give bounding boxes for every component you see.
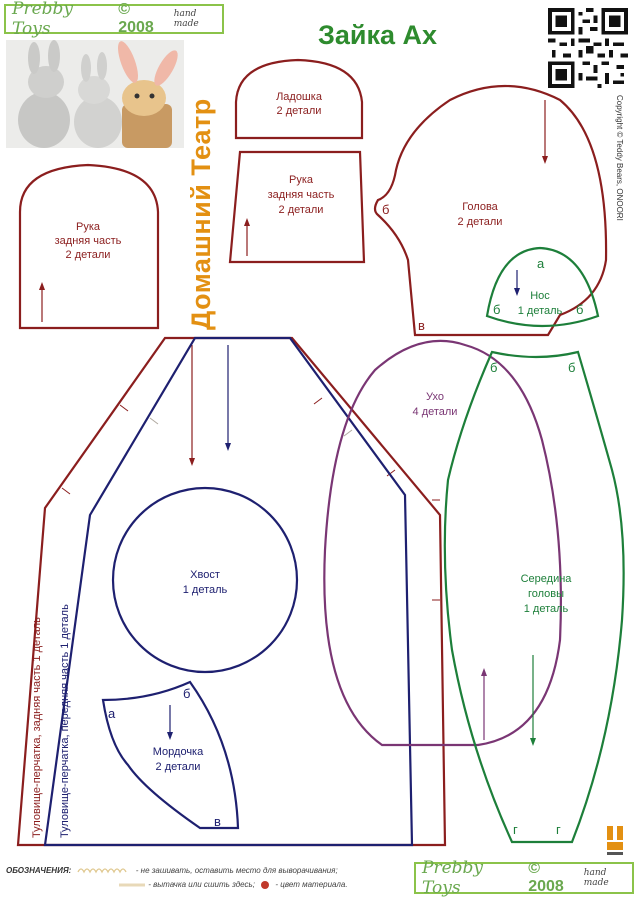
head-middle-mark-b1: б [490, 360, 497, 375]
bunny-grey-1 [18, 40, 70, 148]
tail-name: Хвост [190, 569, 220, 581]
head-name: Голова [462, 201, 498, 213]
legend: ОБОЗНАЧЕНИЯ: - не зашивать, оставить мес… [6, 864, 416, 896]
ear-name: Ухо [426, 391, 444, 403]
head-middle-count: 1 деталь [524, 603, 569, 615]
arm-back-left-count: 2 детали [66, 249, 111, 261]
arm-back-left-name: Рука [76, 221, 101, 233]
nose-count: 1 деталь [518, 305, 563, 317]
body-front-label: Туловище-перчатка, передняя часть 1 дета… [59, 604, 71, 838]
brand-handmade-bottom: hand made [583, 868, 609, 888]
tail-outline [111, 486, 299, 674]
page-title: Зайка Ах [318, 20, 438, 50]
legend-item-2: - вытачка или сшить здесь; [148, 880, 255, 890]
body-front-notches [149, 417, 353, 437]
side-title: Домашний Театр [186, 60, 222, 330]
nose-mark-b2: б [576, 302, 583, 317]
legend-heading: ОБОЗНАЧЕНИЯ: [6, 866, 72, 876]
head-mark-b: б [382, 202, 389, 217]
arm-back-top-count: 2 детали [279, 204, 324, 216]
nose-name: Нос [530, 290, 550, 302]
head-middle-name: Середина [521, 573, 573, 585]
legend-row-2: - вытачка или сшить здесь; - цвет матери… [118, 880, 348, 890]
unsewn-stitch-icon [76, 868, 127, 874]
head-mark-v: в [418, 318, 425, 333]
copyright-note: Copyright © Teddy Bears, ONOORI [612, 95, 626, 315]
palm-count: 2 детали [277, 105, 322, 117]
arm-back-top-name: Рука [289, 174, 314, 186]
muzzle-outline [101, 680, 240, 830]
ear-outline [323, 339, 562, 747]
arm-back-top-outline [228, 150, 366, 264]
body-front-outline [43, 336, 414, 847]
muzzle-count: 2 детали [156, 761, 201, 773]
brand-year: © 2008 [118, 1, 154, 36]
legend-item-1: - не зашивать, оставить место для вывора… [135, 866, 338, 876]
body-back-label: Туловище-перчатка, задняя часть 1 деталь [31, 617, 43, 838]
palm-name: Ладошка [276, 91, 323, 103]
head-outline [373, 85, 608, 337]
brand-year-bottom: © 2008 [528, 860, 564, 895]
muzzle-mark-a: а [108, 706, 116, 721]
legend-row-1: ОБОЗНАЧЕНИЯ: - не зашивать, оставить мес… [6, 866, 338, 876]
arm-back-left-outline [18, 163, 160, 330]
ear-count: 4 детали [413, 406, 458, 418]
bunny-tan [118, 41, 178, 148]
head-middle-mark-b2: б [568, 360, 575, 375]
nose-mark-b1: б [493, 302, 500, 317]
nose-mark-a: а [537, 256, 545, 271]
arm-back-left-sub: задняя часть [55, 235, 122, 247]
body-back-notches [61, 397, 440, 601]
legend-item-3: - цвет материала. [275, 880, 348, 890]
head-middle-mark-g2: г [556, 822, 561, 837]
arm-back-top-sub: задняя часть [268, 189, 335, 201]
head-middle-sub: головы [528, 588, 564, 600]
muzzle-name: Мордочка [153, 746, 204, 758]
copyright-text: Copyright © Teddy Bears, ONOORI [615, 95, 624, 221]
head-middle-mark-g1: г [513, 822, 518, 837]
brand-banner-top: Prebby Toys © 2008 hand made [4, 0, 224, 39]
bunny-logo-icon [607, 826, 623, 855]
bunny-photo [6, 40, 184, 148]
tail-count: 1 деталь [183, 584, 228, 596]
muzzle-mark-v: в [214, 814, 221, 829]
qr-code-icon [548, 8, 628, 88]
side-title-text: Домашний Театр [186, 98, 216, 330]
head-middle-outline [443, 350, 625, 844]
muzzle-mark-b: б [183, 686, 190, 701]
fabric-color-dot-icon [261, 881, 270, 889]
brand-name-bottom: Prebby Toys [422, 858, 483, 898]
brand-handmade: hand made [173, 9, 199, 29]
dart-line-icon [119, 883, 145, 887]
brand-banner-bottom: Prebby Toys © 2008 hand made [414, 858, 634, 898]
brand-name: Prebby Toys [12, 0, 73, 39]
body-back-outline [16, 336, 447, 847]
bunny-grey-2 [74, 52, 122, 148]
nose-outline [485, 246, 600, 328]
head-count: 2 детали [458, 216, 503, 228]
palm-outline [234, 58, 364, 140]
